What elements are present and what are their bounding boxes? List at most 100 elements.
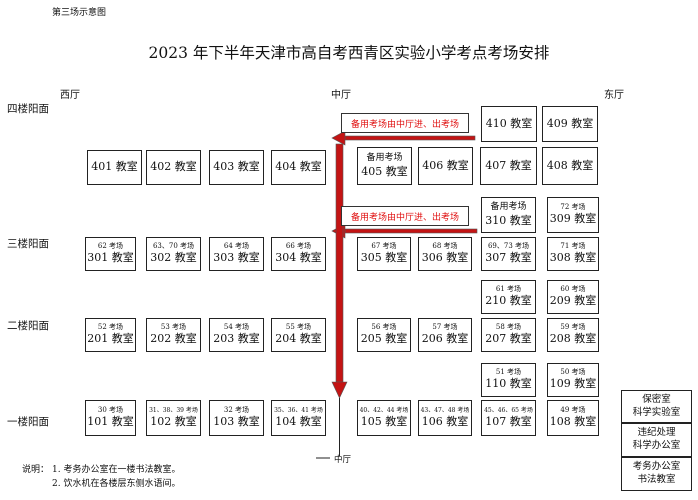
office-secret-line1: 保密室 bbox=[642, 393, 671, 405]
room-205-name: 205 教室 bbox=[360, 332, 408, 346]
room-104-exam: 35、36、41 考场 bbox=[274, 406, 323, 414]
room-308-exam: 71 考场 bbox=[560, 242, 586, 251]
room-207-exam: 58 考场 bbox=[495, 323, 522, 332]
room-305-exam: 67 考场 bbox=[371, 242, 397, 251]
room-406: 406 教室 bbox=[418, 147, 473, 185]
room-401: 401 教室 bbox=[87, 150, 142, 185]
room-301-name: 301 教室 bbox=[87, 251, 134, 265]
room-309-name: 309 教室 bbox=[549, 212, 597, 226]
notice-lower: 备用考场由中厅进、出考场 bbox=[341, 206, 469, 226]
room-106-exam: 43、47、48 考场 bbox=[420, 406, 470, 414]
room-408: 408 教室 bbox=[542, 147, 598, 185]
room-307-name: 307 教室 bbox=[485, 251, 532, 265]
room-305-name: 305 教室 bbox=[360, 251, 408, 265]
corner-label: 第三场示意图 bbox=[52, 8, 107, 18]
room-105-name: 105 教室 bbox=[360, 414, 408, 428]
room-209-exam: 60 考场 bbox=[560, 285, 586, 294]
office-violation-room: 违纪处理科学办公室 bbox=[621, 423, 692, 457]
room-307-exam: 69、73 考场 bbox=[487, 242, 530, 251]
room-304-exam: 66 考场 bbox=[285, 242, 312, 251]
notes-item-1: 1. 考务办公室在一楼书法教室。 bbox=[52, 465, 181, 475]
room-208-name: 208 教室 bbox=[549, 332, 597, 346]
office-exam-line1: 考务办公室 bbox=[632, 461, 681, 473]
room-408-name: 408 教室 bbox=[546, 158, 594, 172]
office-violation-line1: 违纪处理 bbox=[637, 427, 676, 439]
hall-center-bottom-label: 中厅 bbox=[334, 455, 352, 465]
room-108-exam: 49 考场 bbox=[560, 406, 586, 415]
notice-upper: 备用考场由中厅进、出考场 bbox=[341, 113, 469, 133]
notes-item-2: 2. 饮水机在各楼层东侧水语间。 bbox=[52, 479, 181, 489]
room-410-name: 410 教室 bbox=[485, 116, 533, 130]
room-110-exam: 51 考场 bbox=[495, 368, 522, 377]
room-405-exam: 备用考场 bbox=[366, 153, 403, 163]
room-105-exam: 40、42、44 考场 bbox=[359, 406, 409, 414]
room-203-exam: 54 考场 bbox=[223, 323, 250, 332]
room-102-name: 102 教室 bbox=[150, 414, 197, 428]
room-403: 403 教室 bbox=[209, 150, 264, 185]
hall-west-label: 西厅 bbox=[60, 90, 80, 101]
room-403-name: 403 教室 bbox=[213, 160, 260, 174]
room-107-name: 107 教室 bbox=[485, 414, 532, 428]
room-202-exam: 53 考场 bbox=[160, 323, 187, 332]
room-205-exam: 56 考场 bbox=[371, 323, 397, 332]
room-210-name: 210 教室 bbox=[485, 294, 532, 308]
room-203-name: 203 教室 bbox=[213, 332, 260, 346]
room-201-name: 201 教室 bbox=[87, 332, 134, 346]
office-secret-room: 保密室科学实验室 bbox=[621, 390, 692, 423]
room-204-name: 204 教室 bbox=[275, 332, 322, 346]
room-101-exam: 30 考场 bbox=[97, 406, 124, 415]
room-206-name: 206 教室 bbox=[421, 332, 469, 346]
room-310-name: 310 教室 bbox=[485, 213, 532, 227]
room-407: 407 教室 bbox=[480, 147, 537, 185]
room-406-name: 406 教室 bbox=[422, 158, 469, 172]
room-409-name: 409 教室 bbox=[546, 116, 594, 130]
room-401-name: 401 教室 bbox=[91, 160, 138, 174]
room-304-name: 304 教室 bbox=[275, 251, 322, 265]
office-exam-line2: 书法教室 bbox=[637, 474, 676, 485]
room-108-name: 108 教室 bbox=[549, 415, 597, 429]
hall-east-label: 东厅 bbox=[604, 90, 624, 101]
room-101-name: 101 教室 bbox=[87, 415, 134, 429]
room-308-name: 308 教室 bbox=[549, 251, 597, 265]
floor-1-label: 一楼阳面 bbox=[7, 416, 49, 428]
room-402-name: 402 教室 bbox=[150, 160, 197, 174]
room-404-name: 404 教室 bbox=[275, 160, 322, 174]
office-exam-affairs: 考务办公室书法教室 bbox=[621, 457, 692, 491]
room-107-exam: 45、46、65 考场 bbox=[484, 406, 533, 414]
room-407-name: 407 教室 bbox=[485, 158, 532, 172]
room-104-name: 104 教室 bbox=[275, 414, 322, 428]
room-310-exam: 备用考场 bbox=[490, 202, 527, 212]
notes-label: 说明： bbox=[22, 465, 50, 475]
room-106-name: 106 教室 bbox=[421, 414, 469, 428]
room-110-name: 110 教室 bbox=[485, 377, 532, 391]
room-210-exam: 61 考场 bbox=[495, 285, 522, 294]
room-109-exam: 50 考场 bbox=[560, 368, 586, 377]
room-302-exam: 63、70 考场 bbox=[152, 242, 195, 251]
office-secret-line2: 科学实验室 bbox=[632, 406, 681, 418]
hall-center-label: 中厅 bbox=[331, 90, 351, 101]
room-306-name: 306 教室 bbox=[421, 251, 469, 265]
